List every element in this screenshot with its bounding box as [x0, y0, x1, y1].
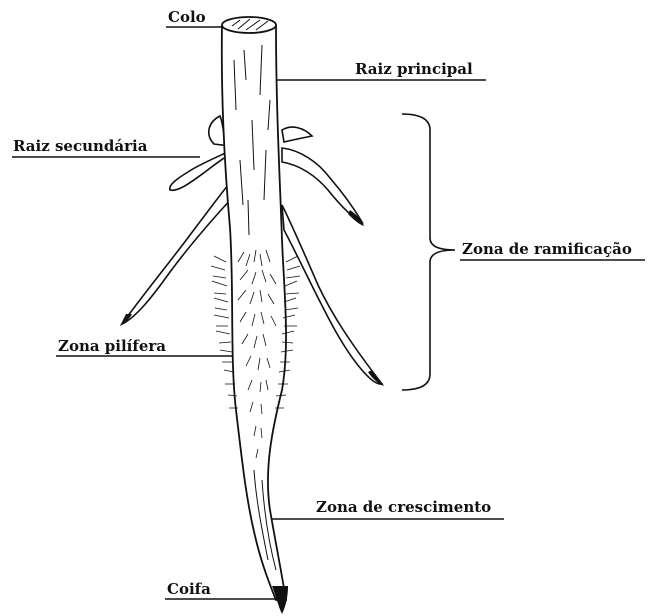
secondary-root-upper-right-top	[282, 127, 312, 142]
label-zona-ramificacao: Zona de ramificação	[462, 240, 632, 258]
secondary-root-lower-left	[122, 180, 232, 324]
label-colo: Colo	[168, 8, 206, 26]
secondary-root-lower-right	[282, 205, 382, 384]
label-raiz-principal: Raiz principal	[355, 60, 473, 78]
label-zona-crescimento: Zona de crescimento	[316, 498, 491, 516]
ramification-bracket	[402, 114, 455, 390]
root-tip-lower-left	[120, 314, 132, 326]
main-root	[222, 26, 286, 600]
root-cap	[272, 586, 288, 614]
label-raiz-secundaria: Raiz secundária	[13, 137, 147, 155]
label-coifa: Coifa	[167, 580, 211, 598]
label-zona-pilifera: Zona pilífera	[58, 337, 166, 355]
